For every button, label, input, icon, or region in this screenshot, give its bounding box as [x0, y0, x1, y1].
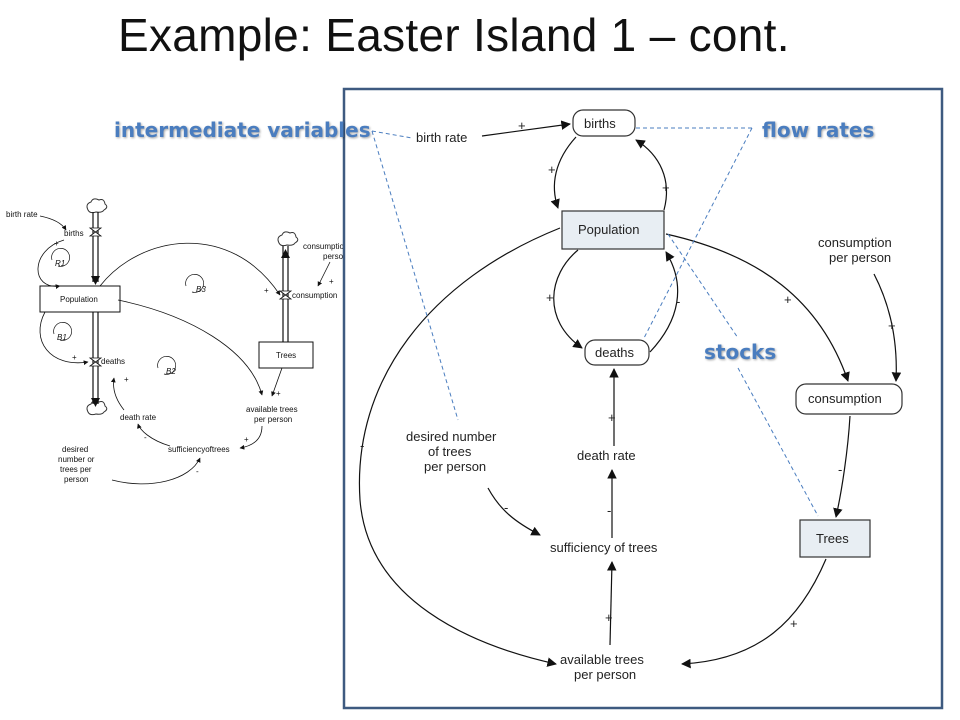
loop-b2-label: B2: [166, 367, 176, 376]
svg-text:+: +: [790, 616, 798, 631]
svg-text:Population: Population: [578, 222, 639, 237]
sfd-trees-stock: [258, 341, 314, 369]
svg-text:-: -: [196, 467, 199, 476]
consumption-per-person-node: consumption: [818, 235, 892, 250]
available-trees-node: available trees: [560, 652, 644, 667]
intermediate-variables-callout: intermediate variables: [114, 118, 371, 142]
sfd-available-label: available trees: [246, 405, 298, 414]
link-population-consumption: [665, 233, 850, 382]
svg-text:+: +: [605, 610, 613, 625]
link-cpp-consumption: [873, 273, 902, 382]
stocks-callout: stocks: [704, 340, 777, 364]
link-population-births: [635, 139, 668, 211]
svg-text:consumptio: consumptio: [303, 242, 344, 251]
svg-text:person: person: [64, 475, 88, 484]
sfd-births-label: births: [64, 229, 84, 238]
svg-text:+: +: [518, 118, 526, 133]
svg-text:+: +: [546, 290, 554, 305]
sfd-sufficiency-label: sufficiencyoftrees: [168, 445, 230, 454]
birth-rate-node: birth rate: [416, 130, 467, 145]
sfd-death-rate-label: death rate: [120, 413, 157, 422]
svg-text:of trees: of trees: [428, 444, 472, 459]
link-deaths-population: [649, 251, 679, 353]
svg-text:per person: per person: [574, 667, 636, 682]
link-consumption-trees: [833, 415, 851, 518]
population-stock: [561, 210, 665, 250]
loop-b1-label: B1: [57, 333, 67, 342]
trees-stock: [799, 519, 871, 558]
loop-r1-label: R1: [55, 259, 65, 268]
causal-loop-diagram: birth rate births Population deaths cons…: [342, 87, 944, 710]
loop-b3-label: B3: [196, 285, 206, 294]
svg-text:deaths: deaths: [595, 345, 635, 360]
svg-text:+: +: [54, 239, 59, 248]
svg-text:+: +: [662, 180, 670, 195]
svg-text:perso: perso: [323, 252, 344, 261]
desired-trees-node: desired number: [406, 429, 497, 444]
svg-text:+: +: [329, 277, 334, 286]
svg-text:-: -: [838, 462, 842, 477]
sfd-trees-label: Trees: [276, 351, 296, 360]
callout-lines: [371, 127, 819, 517]
sfd-population-label: Population: [60, 295, 98, 304]
link-available-sufficiency: [606, 561, 617, 646]
link-population-available: [358, 227, 561, 667]
svg-text:-: -: [607, 503, 611, 518]
death-rate-node: death rate: [577, 448, 636, 463]
link-births-population: [550, 136, 577, 209]
link-birthrate-births: [481, 120, 571, 137]
sfd-birth-rate-label: birth rate: [6, 210, 38, 219]
svg-text:+: +: [784, 292, 792, 307]
svg-text:+: +: [608, 410, 616, 425]
deaths-node: [584, 339, 650, 366]
svg-text:births: births: [584, 116, 616, 131]
sfd-population-stock: [39, 285, 121, 313]
sfd-deaths-label: deaths: [101, 357, 125, 366]
svg-text:-: -: [676, 294, 680, 309]
svg-text:consumption: consumption: [808, 391, 882, 406]
link-desired-sufficiency: [487, 487, 541, 536]
svg-text:per person: per person: [829, 250, 891, 265]
cloud-icon: [277, 231, 299, 247]
svg-text:+: +: [276, 389, 281, 398]
svg-text:-: -: [504, 500, 508, 515]
page-title: Example: Easter Island 1 – cont.: [118, 9, 790, 61]
svg-text:-: -: [360, 438, 364, 453]
link-trees-available: [681, 558, 827, 669]
stock-flow-diagram: births birth rate Population deaths R1 +…: [6, 198, 344, 485]
svg-text:+: +: [888, 318, 896, 333]
sfd-consumption-label: consumption: [292, 291, 337, 300]
births-node: [572, 109, 636, 137]
svg-text:+: +: [264, 286, 269, 295]
svg-text:per person: per person: [254, 415, 292, 424]
cloud-icon: [86, 198, 108, 214]
svg-text:+: +: [72, 353, 77, 362]
flow-rates-callout: flow rates: [762, 118, 875, 142]
svg-text:+: +: [548, 162, 556, 177]
svg-text:+: +: [124, 375, 129, 384]
svg-text:+: +: [244, 435, 249, 444]
cloud-icon: [86, 400, 108, 416]
svg-text:-: -: [144, 433, 147, 442]
svg-text:trees per: trees per: [60, 465, 92, 474]
sufficiency-node: sufficiency of trees: [550, 540, 658, 555]
svg-text:Trees: Trees: [816, 531, 849, 546]
sfd-desired-label: desired: [62, 445, 88, 454]
consumption-node: [795, 383, 903, 415]
svg-text:per person: per person: [424, 459, 486, 474]
link-population-deaths: [553, 249, 583, 349]
svg-text:number or: number or: [58, 455, 95, 464]
